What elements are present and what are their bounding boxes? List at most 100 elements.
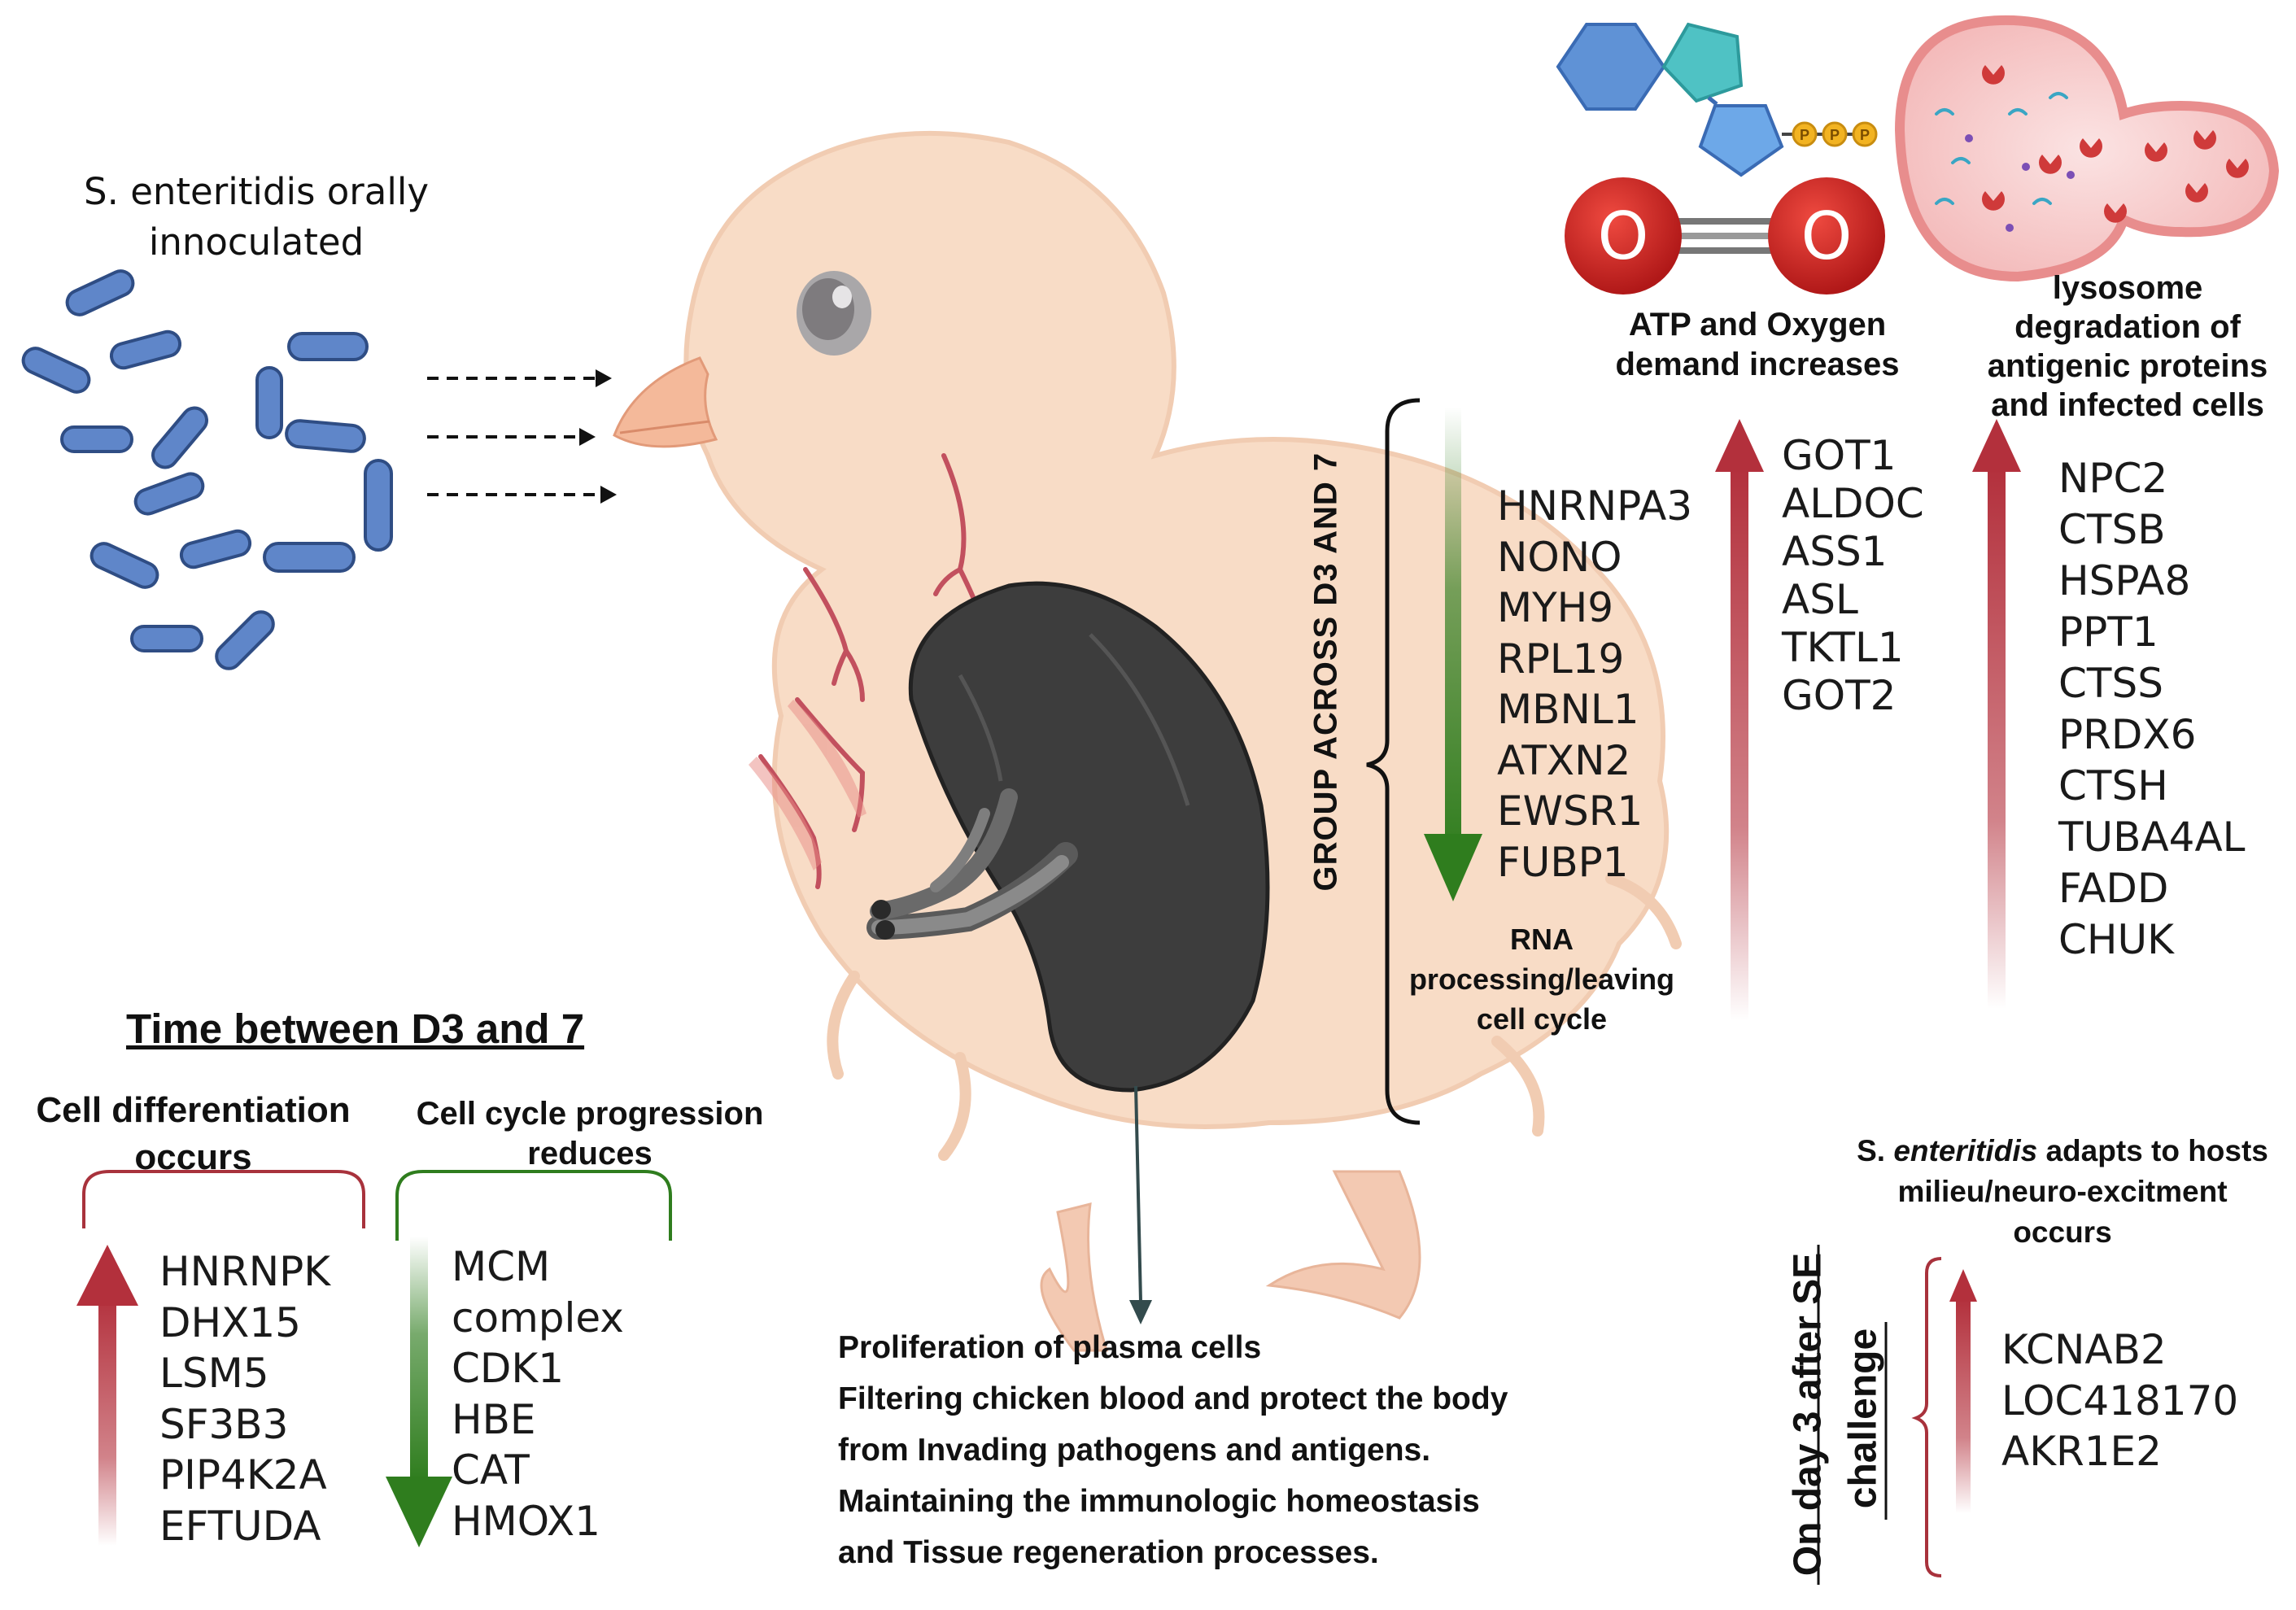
gene-label: PIP4K2A: [159, 1451, 327, 1499]
gene-label: PRDX6: [2058, 711, 2197, 758]
spleen-functions: Proliferation of plasma cells Filtering …: [838, 1322, 1508, 1578]
group-gene-list: HNRNPA3 NONO MYH9 RPL19 MBNL1 ATXN2 EWSR…: [1497, 481, 1692, 888]
oxygen-molecule-icon: O O: [1565, 177, 1885, 295]
gene-label: SF3B3: [159, 1400, 289, 1448]
function-line: Filtering chicken blood and protect the …: [838, 1381, 1508, 1416]
lysosome-caption: lysosome degradation of antigenic protei…: [1932, 268, 2296, 425]
oxygen-letter: O: [1598, 199, 1649, 274]
gene-label: ASS1: [1782, 528, 1888, 575]
up-arrow-head: [76, 1245, 138, 1306]
group-caption: RNA processing/leaving cell cycle: [1379, 919, 1705, 1039]
phosphate-label: P: [1800, 127, 1809, 143]
down-arrow-icon: [410, 1237, 428, 1481]
up-arrow-icon: [98, 1294, 116, 1546]
heading-line: S. enteritidis adapts to hosts: [1835, 1131, 2290, 1172]
inoculation-arrows: [427, 377, 602, 496]
phosphate-label: P: [1830, 127, 1840, 143]
function-line: from Invading pathogens and antigens.: [838, 1433, 1431, 1468]
gene-label: KCNAB2: [2001, 1326, 2167, 1373]
gene-label: AKR1E2: [2001, 1428, 2162, 1475]
gene-label: ASL: [1782, 576, 1858, 623]
bacteria-icon: [21, 269, 393, 670]
gene-label: MCM: [452, 1243, 551, 1290]
day3-gene-list: KCNAB2 LOC418170 AKR1E2: [2001, 1324, 2238, 1477]
day3-bracket: [1911, 1257, 1942, 1577]
gene-label: HNRNPK: [159, 1248, 331, 1295]
gene-label: CHUK: [2058, 916, 2174, 963]
gene-label: HBE: [452, 1395, 536, 1443]
caption-line: antigenic proteins: [1987, 348, 2268, 384]
gene-label: CDK1: [452, 1345, 565, 1392]
gene-label: TUBA4AL: [2058, 814, 2246, 861]
phosphate-label: P: [1860, 127, 1870, 143]
heading-line: Cell cycle progression: [416, 1096, 764, 1132]
up-arrow-icon: [1956, 1298, 1971, 1513]
gene-label: EFTUDA: [159, 1502, 321, 1550]
gene-label: LSM5: [159, 1350, 269, 1397]
rotated-line: On day 3 after SE: [1786, 1252, 1830, 1577]
heading-line: Cell differentiation: [36, 1090, 351, 1130]
gene-label: DHX15: [159, 1298, 301, 1346]
up-arrow-head: [1949, 1269, 1977, 1302]
inoculation-line: innoculated: [148, 220, 364, 264]
gene-label: RPL19: [1497, 635, 1625, 683]
gene-label: ALDOC: [1782, 480, 1924, 527]
caption-line: cell cycle: [1476, 1002, 1608, 1036]
green-bracket: [395, 1170, 672, 1241]
function-line: and Tissue regeneration processes.: [838, 1535, 1379, 1570]
function-line: Maintaining the immunologic homeostasis: [838, 1484, 1480, 1519]
arrowheads: [579, 369, 617, 504]
lysosome-gene-list: NPC2 CTSB HSPA8 PPT1 CTSS PRDX6 CTSH TUB…: [2058, 453, 2246, 966]
gene-label: MYH9: [1497, 584, 1614, 631]
atp-caption: ATP and Oxygen demand increases: [1582, 305, 1932, 385]
gene-label: HNRNPA3: [1497, 482, 1693, 530]
down-arrow-icon: [1445, 407, 1461, 862]
gene-label: EWSR1: [1497, 788, 1643, 835]
gene-label: LOC418170: [2001, 1377, 2239, 1425]
down-arrow-head: [1424, 834, 1482, 901]
lysosome-icon: [1894, 15, 2280, 282]
heading-italic: enteritidis: [1893, 1134, 2038, 1167]
gene-label: CAT: [452, 1446, 530, 1494]
heading-line: occurs: [134, 1137, 252, 1177]
caption-line: demand increases: [1615, 347, 1900, 382]
heading-line: reduces: [527, 1136, 653, 1172]
atp-molecule-icon: P P P: [1556, 22, 1878, 177]
atp-gene-list: GOT1 ALDOC ASS1 ASL TKTL1 GOT2: [1782, 432, 1924, 720]
gene-label: PPT1: [2058, 609, 2159, 656]
gene-label: HSPA8: [2058, 557, 2191, 604]
heading-line: occurs: [2013, 1215, 2112, 1249]
cell-cycle-heading: Cell cycle progression reduces: [395, 1094, 785, 1174]
caption-line: ATP and Oxygen: [1628, 307, 1887, 343]
gene-label: NPC2: [2058, 455, 2168, 502]
heading-line: milieu/neuro-excitment: [1897, 1175, 2228, 1208]
heading-part: adapts to hosts: [2037, 1134, 2268, 1167]
group-bracket: [1366, 398, 1421, 1125]
spleen-icon: [866, 581, 1270, 1324]
gene-label: CTSB: [2058, 506, 2166, 553]
gene-label: TKTL1: [1782, 624, 1904, 671]
rotated-line: challenge: [1841, 1328, 1885, 1509]
gene-label: MBNL1: [1497, 686, 1639, 733]
up-arrow-icon: [1731, 468, 1748, 1021]
cell-differentiation-heading: Cell differentiation occurs: [12, 1087, 374, 1181]
group-rotated-text: GROUP ACROSS D3 AND 7: [1307, 452, 1344, 892]
gene-label: NONO: [1497, 533, 1622, 581]
gene-label: FADD: [2058, 865, 2169, 912]
up-arrow-head: [1715, 419, 1764, 472]
inoculation-line: S. enteritidis orally: [84, 170, 429, 213]
caption-line: lysosome: [2052, 270, 2203, 306]
chick-illustration: [613, 130, 1682, 1352]
gene-label: GOT1: [1782, 432, 1897, 479]
left-gene-list: HNRNPK DHX15 LSM5 SF3B3 PIP4K2A EFTUDA: [159, 1246, 330, 1551]
gene-label: GOT2: [1782, 672, 1897, 719]
heading-part: S.: [1857, 1134, 1894, 1167]
caption-line: degradation of: [2014, 309, 2241, 345]
gene-label: CTSH: [2058, 762, 2168, 809]
caption-line: and infected cells: [1991, 387, 2264, 423]
time-panel-title: Time between D3 and 7: [126, 1006, 585, 1052]
up-arrow-head: [1972, 419, 2021, 472]
function-line: Proliferation of plasma cells: [838, 1330, 1262, 1365]
red-bracket: [82, 1170, 365, 1228]
gene-label: FUBP1: [1497, 838, 1629, 886]
